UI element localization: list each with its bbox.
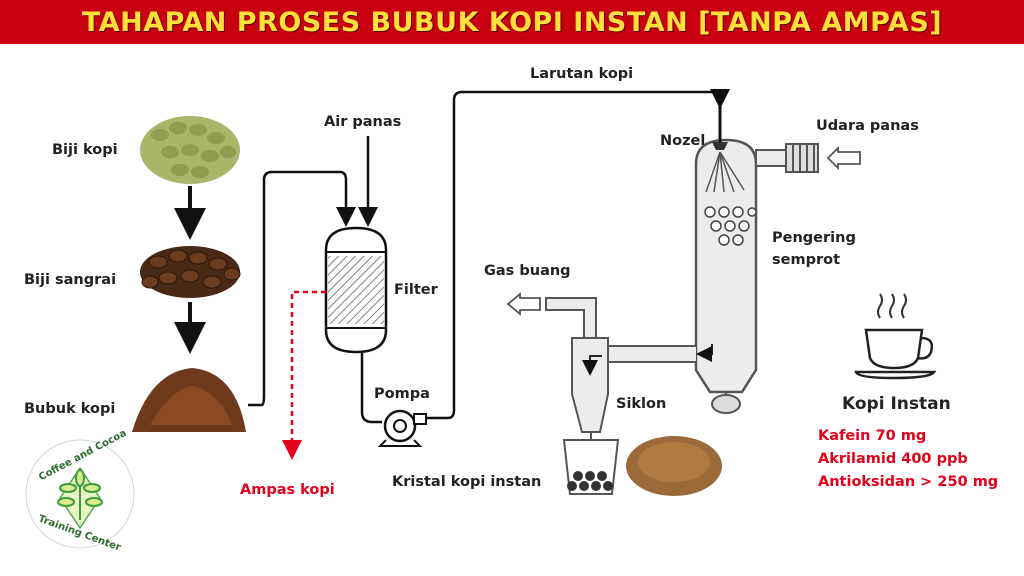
grounds-out-arrow xyxy=(282,290,326,460)
fact-antioxidant: Antioksidan > 250 mg xyxy=(818,474,999,490)
label-exhaust-gas: Gas buang xyxy=(484,263,571,279)
fact-acrylamide: Akrilamid 400 ppb xyxy=(818,451,968,467)
label-hot-water: Air panas xyxy=(324,114,402,130)
training-center-logo xyxy=(25,439,135,549)
label-instant-crystals: Kristal kopi instan xyxy=(392,474,542,490)
coffee-cup-icon xyxy=(854,293,937,380)
page-title: TAHAPAN PROSES BUBUK KOPI INSTAN [TANPA … xyxy=(81,6,943,38)
title-banner: TAHAPAN PROSES BUBUK KOPI INSTAN [TANPA … xyxy=(0,0,1024,44)
label-filter: Filter xyxy=(394,282,438,298)
pipe-to-filter xyxy=(248,170,356,407)
label-instant-coffee: Kopi Instan xyxy=(842,394,951,414)
spray-dryer-vessel xyxy=(605,104,861,414)
label-roasted-beans: Biji sangrai xyxy=(24,272,117,288)
roasted-beans-image xyxy=(140,246,241,298)
label-coffee-grounds: Ampas kopi xyxy=(240,482,335,498)
pipe-pump-to-nozzle xyxy=(426,89,730,420)
label-hot-air: Udara panas xyxy=(816,118,919,134)
ground-coffee-image xyxy=(132,368,246,432)
pump-icon xyxy=(377,409,427,447)
pipe-filter-to-pump xyxy=(360,352,382,424)
label-green-beans: Biji kopi xyxy=(52,142,118,158)
label-spray-dryer-1: Pengering xyxy=(772,230,856,246)
label-pump: Pompa xyxy=(374,386,430,402)
label-spray-dryer-2: semprot xyxy=(772,252,840,268)
filter-vessel xyxy=(324,226,388,354)
label-ground-coffee: Bubuk kopi xyxy=(24,401,116,417)
label-cyclone: Siklon xyxy=(616,396,667,412)
label-nozzle: Nozel xyxy=(660,133,706,149)
label-coffee-solution: Larutan kopi xyxy=(530,66,634,82)
instant-granules-image xyxy=(626,436,722,496)
fact-caffeine: Kafein 70 mg xyxy=(818,428,927,444)
cyclone-vessel xyxy=(506,292,620,495)
green-beans-image xyxy=(140,116,240,184)
